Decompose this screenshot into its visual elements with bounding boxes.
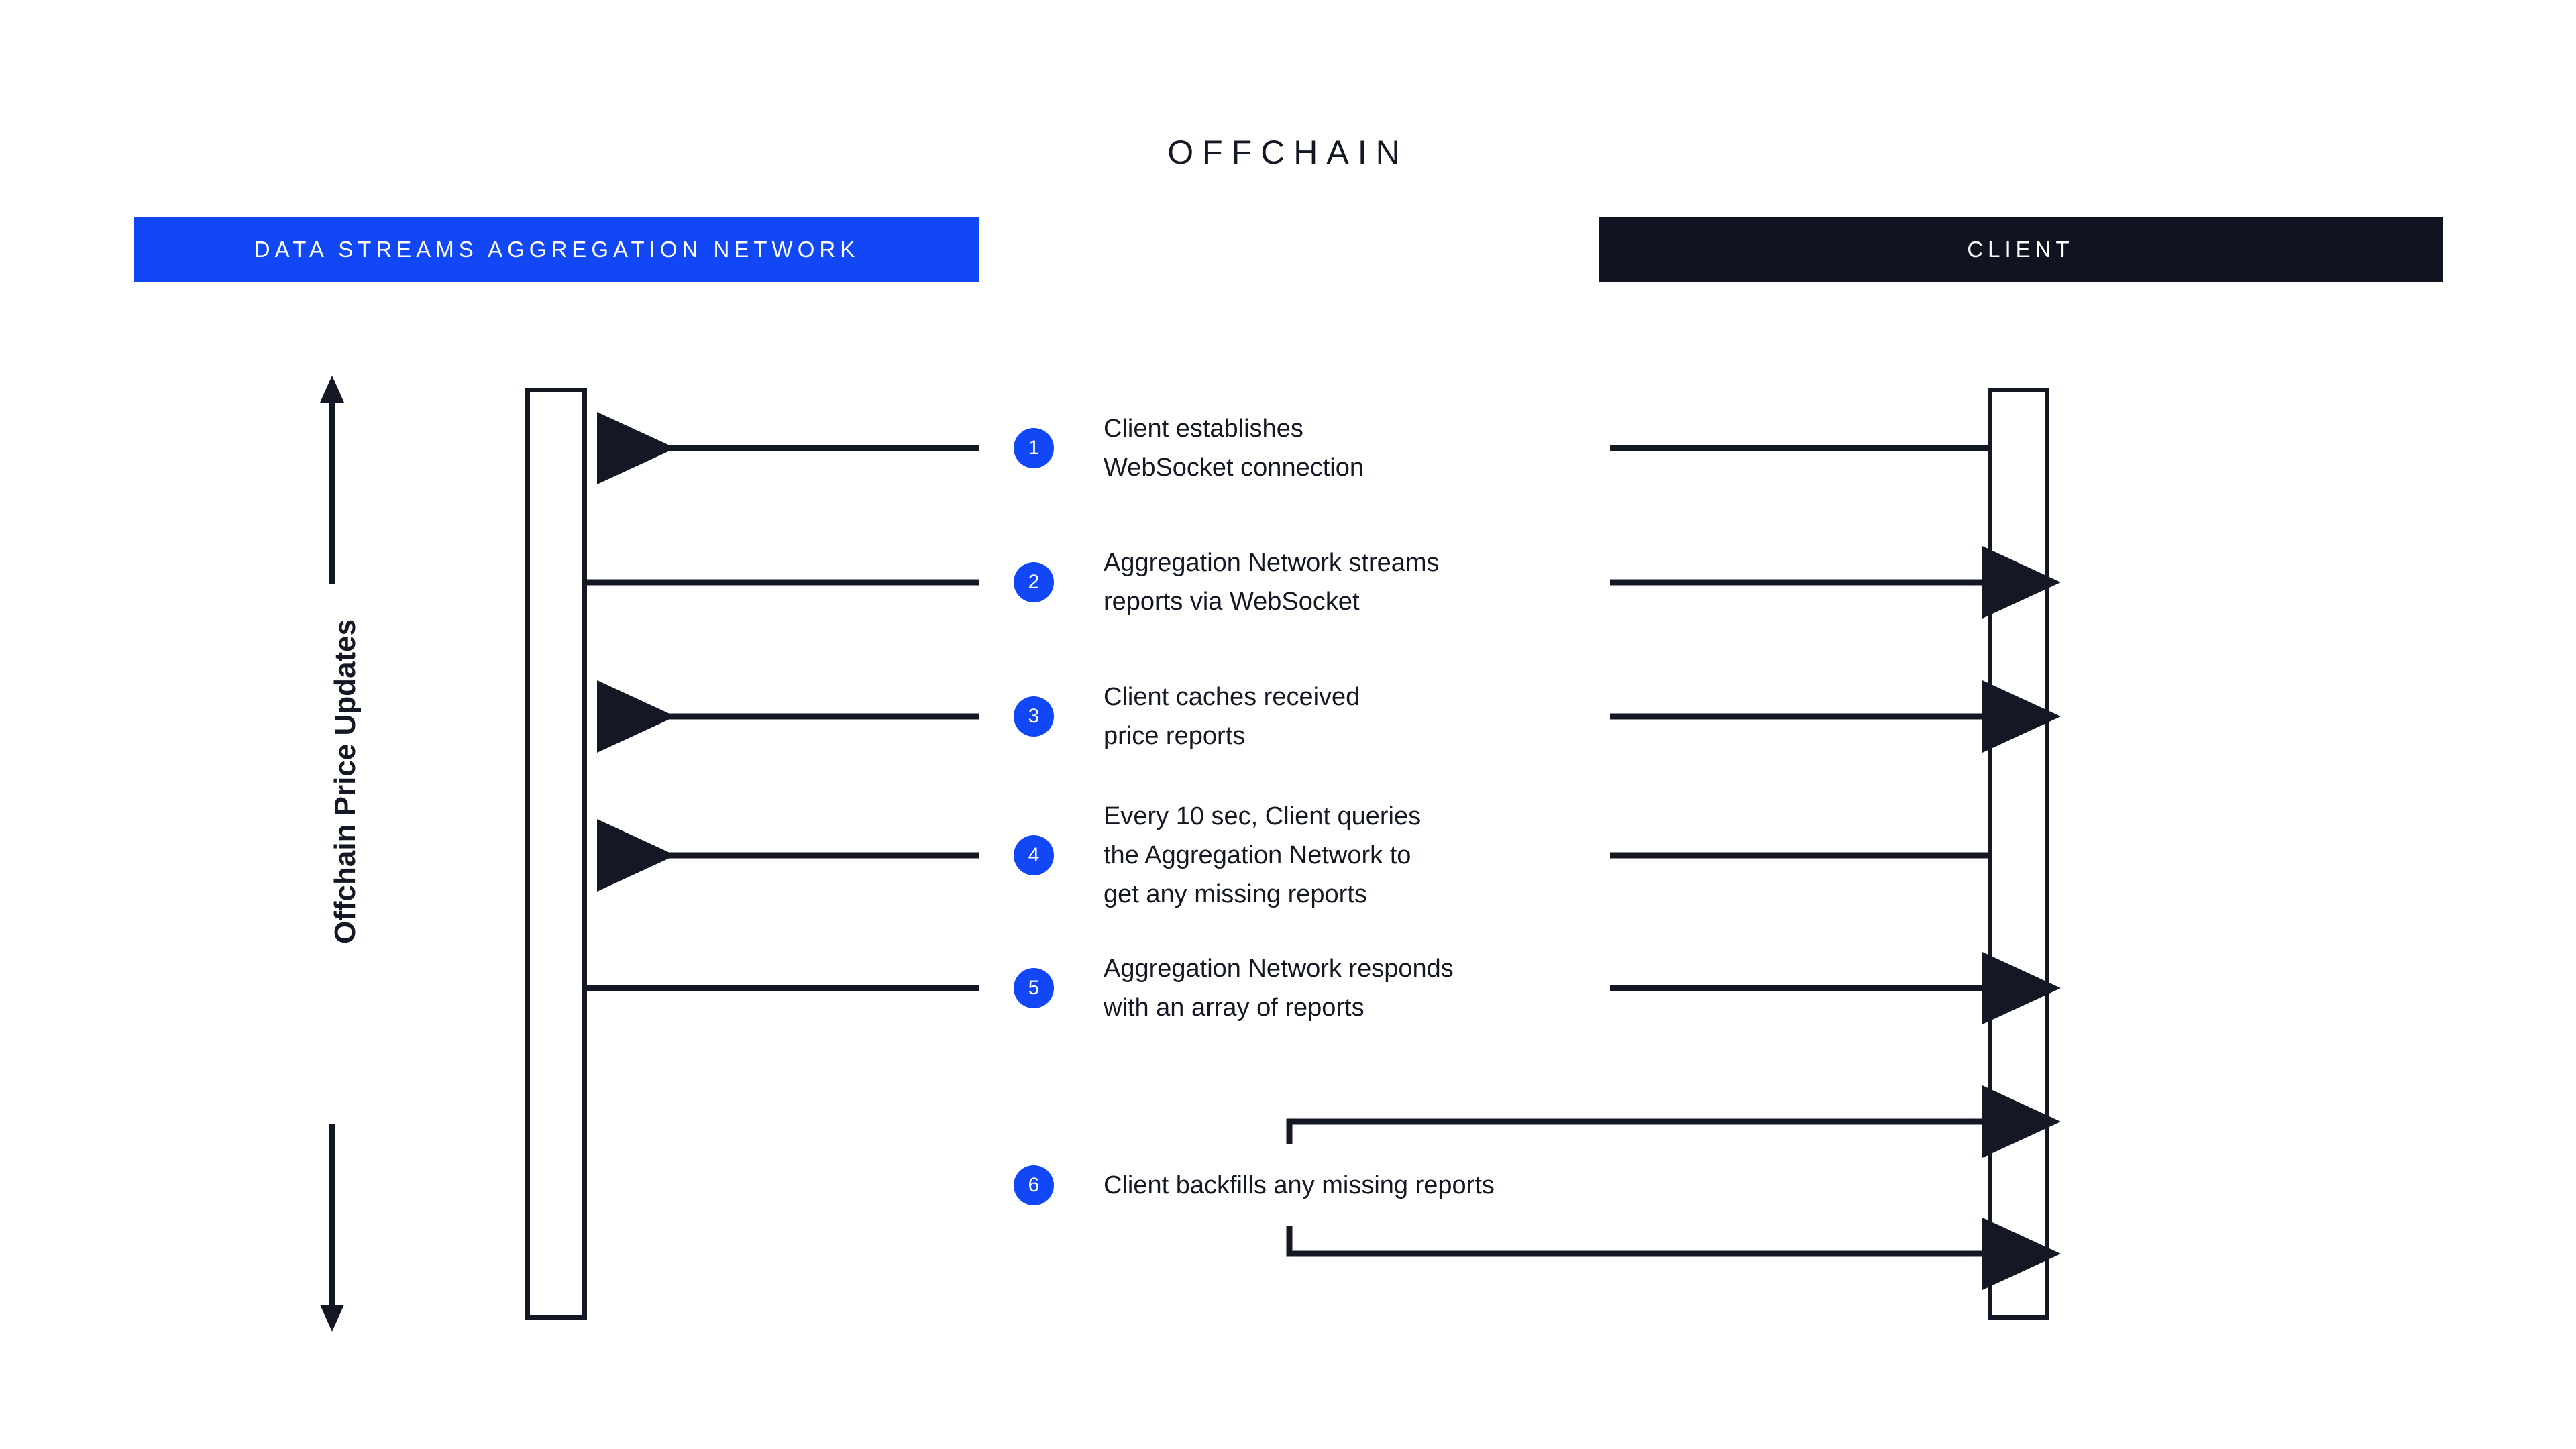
lifeline-aggregation-network bbox=[525, 388, 587, 1320]
actor-header-client: CLIENT bbox=[1599, 217, 2443, 282]
axis-label: Offchain Price Updates bbox=[329, 619, 362, 944]
step-badge-4: 4 bbox=[1014, 835, 1054, 875]
arrow-down-icon bbox=[320, 1124, 344, 1332]
arrow-up-icon bbox=[320, 376, 344, 584]
step-label-3: Client caches received price reports bbox=[1104, 683, 1360, 750]
step-label-2: Aggregation Network streams reports via … bbox=[1104, 549, 1440, 616]
step-badge-2: 2 bbox=[1014, 562, 1054, 602]
lifeline-client bbox=[1988, 388, 2049, 1320]
step-badge-3: 3 bbox=[1014, 696, 1054, 737]
offchain-price-updates-axis: Offchain Price Updates bbox=[305, 376, 362, 1332]
actor-label-aggregation-network: DATA STREAMS AGGREGATION NETWORK bbox=[254, 237, 860, 262]
page-title: OFFCHAIN bbox=[1167, 133, 1409, 171]
actor-header-aggregation-network: DATA STREAMS AGGREGATION NETWORK bbox=[134, 217, 979, 282]
step-label-6: Client backfills any missing reports bbox=[1104, 1171, 1495, 1199]
actor-label-client: CLIENT bbox=[1967, 237, 2074, 262]
step-badge-6: 6 bbox=[1014, 1165, 1054, 1205]
step-label-5: Aggregation Network responds with an arr… bbox=[1104, 955, 1454, 1022]
step-badge-5: 5 bbox=[1014, 968, 1054, 1008]
step-badge-1: 1 bbox=[1014, 428, 1054, 468]
step-label-1: Client establishes WebSocket connection bbox=[1104, 415, 1364, 482]
step-label-4: Every 10 sec, Client queries the Aggrega… bbox=[1104, 802, 1421, 908]
